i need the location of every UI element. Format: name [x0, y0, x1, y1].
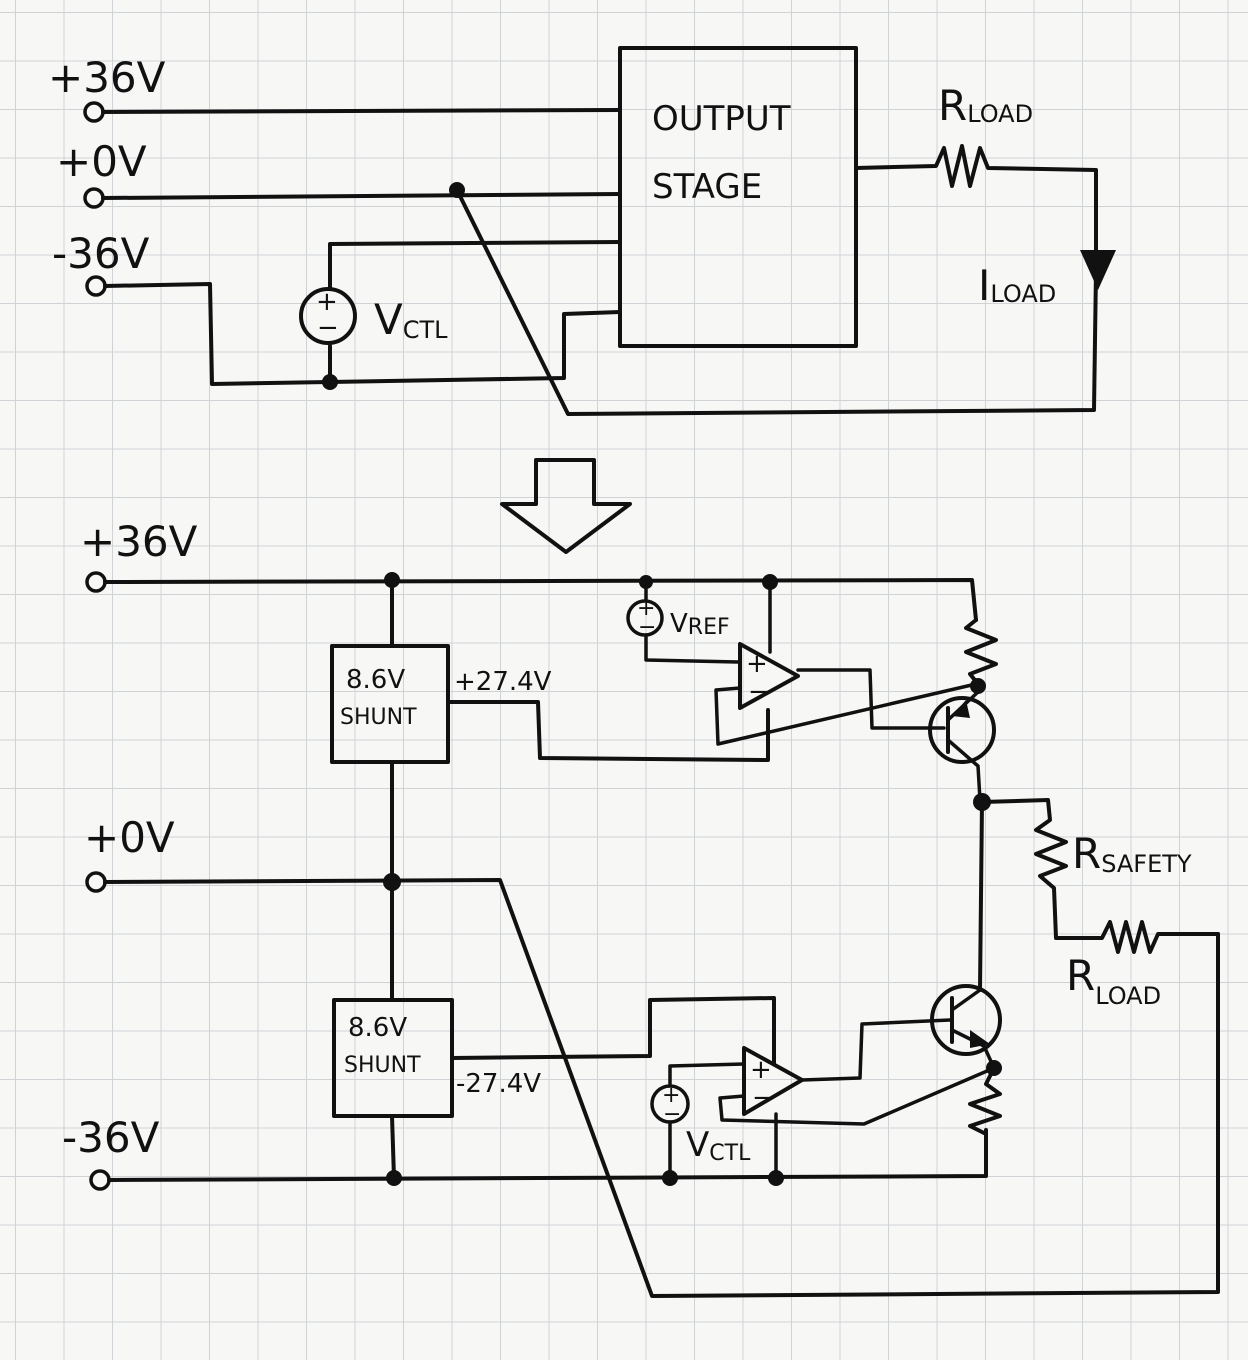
top-wire-pos	[101, 108, 622, 114]
top-vctl-plus: +	[316, 287, 338, 317]
top-iload-label: ILOAD	[978, 261, 1056, 310]
vctl-minus: −	[663, 1102, 681, 1127]
bottom-rsafety-rload-chain	[980, 798, 1220, 954]
vref-plus: +	[637, 596, 655, 621]
transistor-top-arrow-icon	[952, 700, 970, 718]
transistor-bottom-emitter	[950, 1028, 996, 1070]
bottom-wire-neg	[107, 1128, 988, 1182]
transistor-bottom-collector	[950, 988, 982, 1012]
vref-minus: −	[638, 615, 656, 640]
v-neg-rail-label: -27.4V	[456, 1069, 541, 1099]
bottom-rail-label-zero: +0V	[84, 813, 175, 862]
bottom-terminal-pos	[85, 571, 107, 593]
top-circuit: +36V +0V -36V OUTPUT STAGE + − VCTL RLOA…	[48, 46, 1116, 416]
top-rail-label-neg: -36V	[52, 229, 150, 278]
shunt-bottom-label-2: SHUNT	[344, 1053, 421, 1078]
transform-arrow-icon	[500, 458, 632, 554]
opamp-top-plus: +	[746, 649, 768, 679]
opamp-top-output	[796, 668, 946, 730]
bottom-wire-output-to-npn	[978, 800, 984, 992]
transistor-bottom-arrow-icon	[970, 1030, 990, 1048]
bottom-wire-pos-27	[446, 700, 770, 762]
top-vctl-minus: −	[317, 313, 339, 343]
bottom-wire-pos	[103, 578, 978, 622]
shunt-top-label-1: 8.6V	[346, 665, 405, 695]
bottom-rail-label-neg: -36V	[62, 1113, 160, 1162]
bottom-rload-label: RLOAD	[1066, 951, 1161, 1010]
opamp-top-feedback	[714, 682, 978, 746]
top-terminal-zero	[83, 187, 105, 209]
bottom-terminal-neg	[89, 1169, 111, 1191]
opamp-bottom-plus: +	[750, 1055, 772, 1085]
top-wire-return	[455, 188, 1098, 416]
bottom-wire-zero-return	[103, 878, 1220, 1298]
bottom-terminal-zero	[85, 871, 107, 893]
vctl-label: VCTL	[686, 1125, 751, 1166]
vctl-wire-out	[668, 1062, 746, 1088]
shunt-top-block	[330, 644, 450, 764]
top-iload-arrow	[1080, 250, 1116, 290]
output-stage-label-2: STAGE	[652, 167, 762, 207]
opamp-bottom	[742, 1046, 804, 1116]
opamp-bottom-output	[800, 1018, 952, 1082]
top-rail-label-zero: +0V	[56, 137, 147, 186]
bottom-junction-neg-shunt	[386, 1170, 402, 1186]
opamp-bottom-minus: −	[752, 1083, 774, 1113]
top-wire-zero	[101, 192, 622, 200]
output-stage-label-1: OUTPUT	[652, 99, 791, 139]
top-terminal-pos	[83, 101, 105, 123]
top-rload-label: RLOAD	[938, 81, 1033, 130]
bottom-junction-top-emitter	[970, 678, 986, 694]
v-pos-rail-label: +27.4V	[454, 667, 552, 697]
bottom-resistor-bottom-emitter	[968, 1066, 1002, 1136]
transistor-top-pnp	[928, 696, 996, 764]
bottom-wire-neg-27	[450, 996, 776, 1066]
opamp-top-minus: −	[748, 677, 770, 707]
output-stage-block	[618, 46, 858, 348]
bottom-wire-shunt-bot-out	[390, 1114, 396, 1180]
top-rload-resistor	[854, 144, 1098, 256]
top-wire-neg	[103, 282, 622, 386]
opamp-top	[738, 642, 800, 710]
top-vctl-label: VCTL	[374, 295, 448, 344]
bottom-junction-zero	[383, 873, 401, 891]
vref-wire-out	[644, 633, 740, 664]
bottom-circuit: +36V +0V -36V 8.6V SHUNT 8.6V SHUNT +27.…	[62, 517, 1220, 1298]
rsafety-label: RSAFETY	[1072, 829, 1192, 878]
vref-label: VREF	[670, 609, 730, 640]
bottom-rail-label-pos: +36V	[80, 517, 198, 566]
shunt-bottom-label-1: 8.6V	[348, 1013, 407, 1043]
shunt-top-label-2: SHUNT	[340, 705, 417, 730]
top-terminal-neg	[85, 275, 107, 297]
vctl-plus: +	[662, 1083, 680, 1108]
bottom-resistor-top-emitter	[964, 618, 998, 686]
top-vctl-wire-high	[328, 240, 622, 291]
transistor-top-collector	[946, 738, 982, 802]
opamp-bottom-feedback	[718, 1066, 996, 1126]
top-rail-label-pos: +36V	[48, 53, 166, 102]
